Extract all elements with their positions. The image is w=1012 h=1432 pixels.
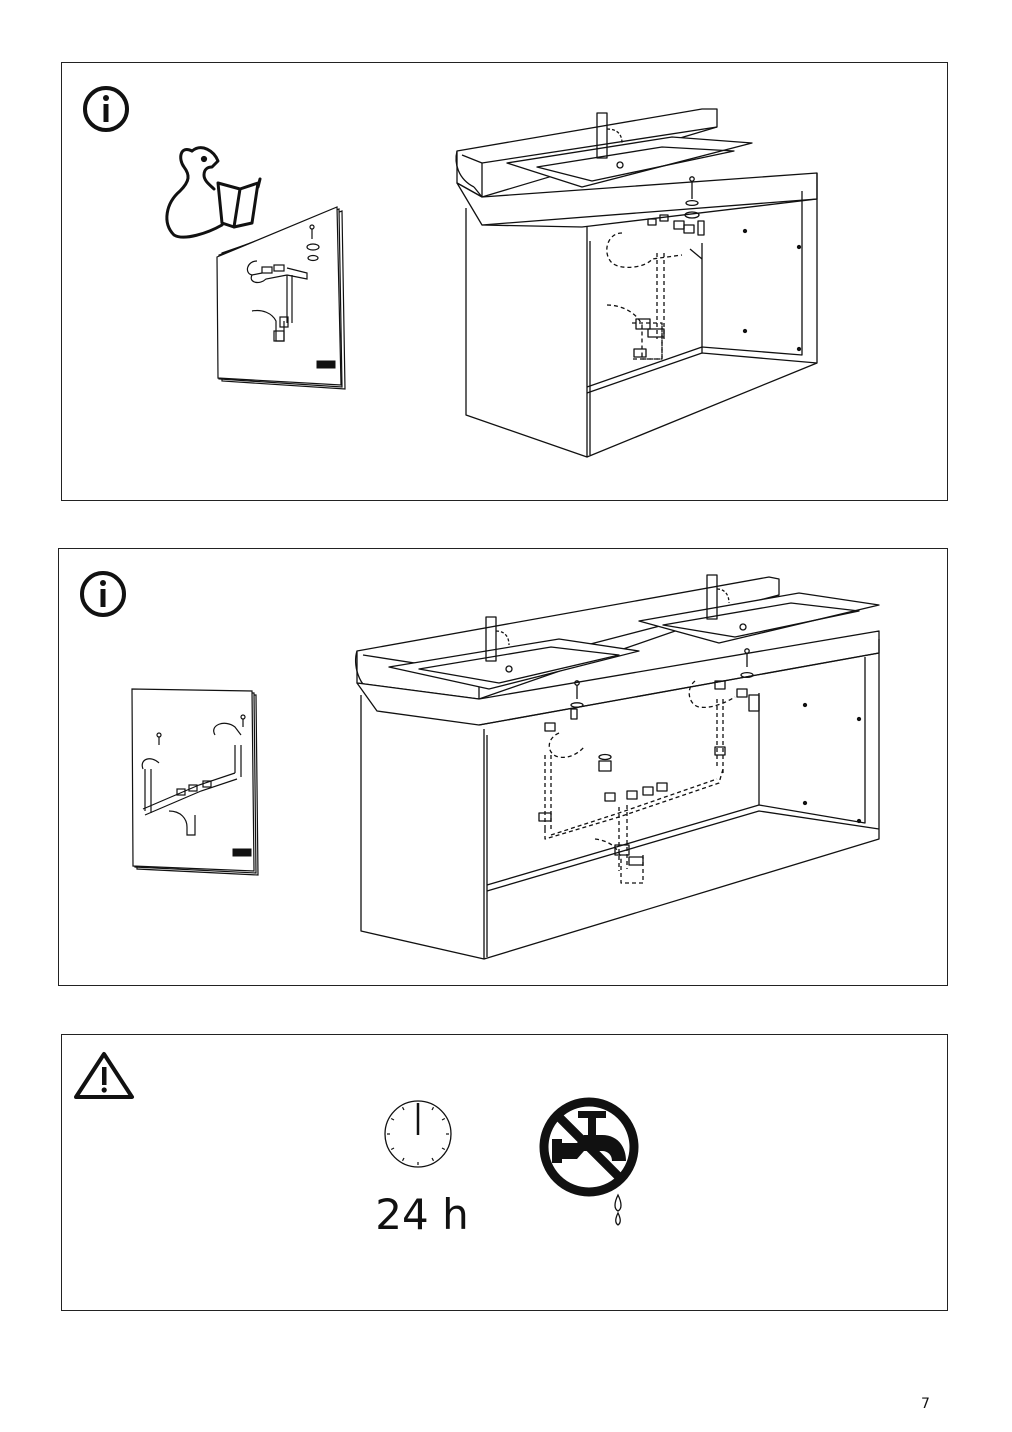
single-sink-illustration [83,86,818,458]
info-icon [83,86,129,132]
warning-illustration [74,1052,639,1226]
single-sink-cabinet [455,108,818,458]
info-panel-single-sink [61,62,948,501]
no-water-tap-icon [539,1097,639,1226]
warning-panel-wait-before-use: 24 h [61,1034,948,1311]
read-instructions-man-icon [165,146,262,239]
siphon-instruction-booklet [216,206,346,390]
siphon-instruction-booklet [131,688,259,876]
double-sink-cabinet [354,574,880,960]
info-panel-double-sink [58,548,948,986]
clock-icon [384,1100,452,1168]
page-number: 7 [921,1396,930,1412]
info-icon [80,571,126,617]
duration-label: 24 h [375,1190,469,1239]
double-sink-illustration [80,571,880,960]
warning-triangle-icon [74,1052,134,1099]
